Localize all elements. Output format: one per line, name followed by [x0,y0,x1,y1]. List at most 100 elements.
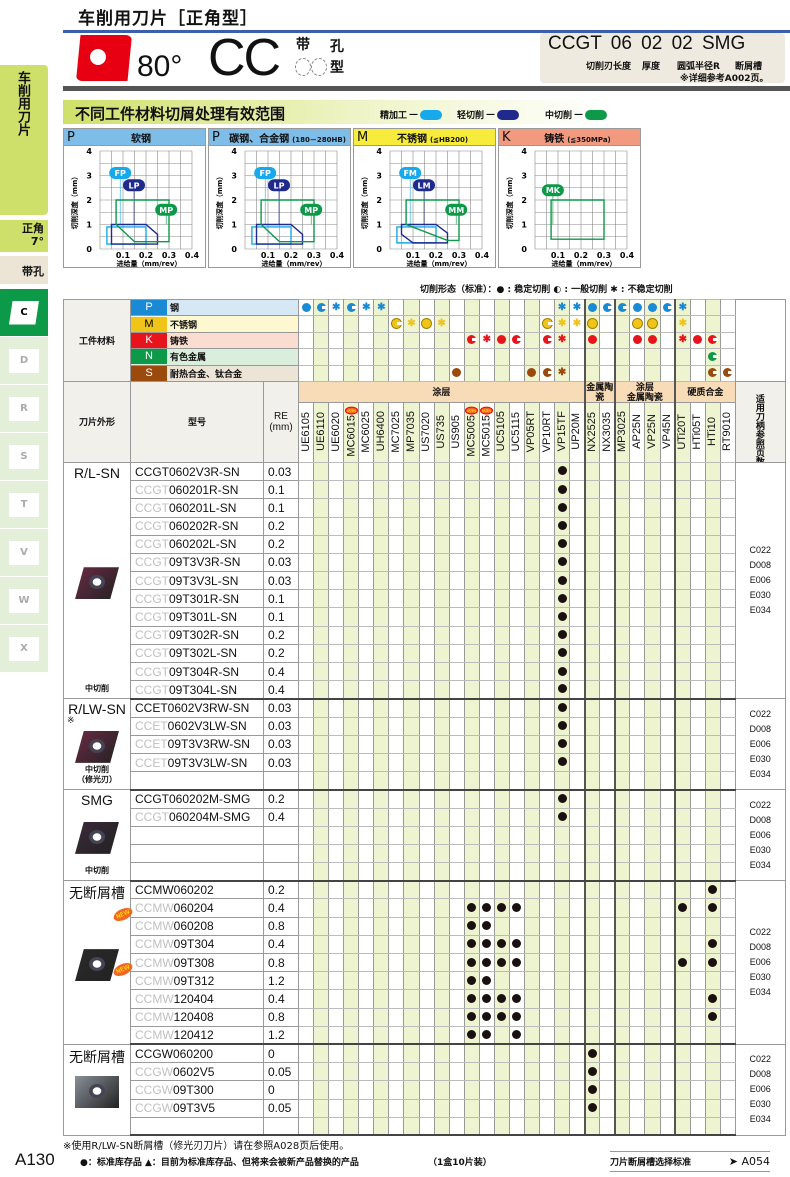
holder-ref-link[interactable]: E006 [749,1084,771,1095]
holder-ref-link[interactable]: C022 [749,1054,772,1065]
grade-header[interactable]: UE6020 [328,401,345,463]
holder-ref-link[interactable]: E034 [749,768,771,779]
sidebar-shape-x[interactable]: X [0,624,48,672]
grade-header[interactable]: NX3035 [599,401,616,463]
sidebar-shape-t[interactable]: T [0,480,48,528]
holder-ref-link[interactable]: C022 [749,927,772,938]
holder-ref-link[interactable]: E034 [749,859,771,870]
model-cell[interactable]: CCET09T3V3LW-SN [130,752,264,773]
model-cell[interactable]: CCMW120408 [130,1007,264,1027]
model-cell[interactable]: CCMW060202 [130,880,264,900]
model-cell[interactable]: CCET0602V3RW-SN [130,698,264,718]
sidebar-hole[interactable]: 带孔 [0,256,48,284]
grade-header[interactable]: US7020 [418,401,435,463]
holder-ref-link[interactable]: E030 [749,844,771,855]
grade-header[interactable]: MC7025 [388,401,405,463]
holder-ref-link[interactable]: E034 [749,1114,771,1125]
holder-ref-link[interactable]: E006 [749,575,771,586]
model-cell[interactable]: CCGT09T302L-SN [130,643,264,664]
holder-ref-link[interactable]: D008 [749,942,772,953]
model-cell[interactable]: CCGT09T3V3R-SN [130,552,264,573]
holder-ref-link[interactable]: D008 [749,814,772,825]
grade-header[interactable]: VP45N [659,401,677,463]
model-cell[interactable]: CCGW09T3V5 [130,1098,264,1118]
sidebar-shape-v[interactable]: V [0,528,48,576]
grade-header[interactable]: UH6400 [373,401,390,463]
model-cell[interactable]: CCGT060202L-SN [130,534,264,554]
model-cell[interactable]: CCGT09T3V3L-SN [130,571,264,591]
model-cell[interactable]: CCGT060202M-SMG [130,789,264,809]
holder-ref-link[interactable]: E034 [749,987,771,998]
sidebar-shape-r[interactable]: R [0,384,48,432]
holder-ref-link[interactable]: C022 [749,708,772,719]
sidebar-shape-c[interactable]: C [0,288,48,336]
holder-ref-link[interactable]: E006 [749,957,771,968]
grade-header[interactable]: HTi10 [704,401,721,463]
holder-ref-link[interactable]: D008 [749,560,772,571]
sidebar-shape-s[interactable]: S [0,432,48,480]
holder-ref-link[interactable]: E006 [749,738,771,749]
model-cell[interactable]: CCGW09T300 [130,1080,264,1100]
sidebar-category[interactable]: 车削用刀片 [0,65,48,215]
grade-header[interactable]: AP25N [629,401,646,463]
holder-ref-link[interactable]: E030 [749,753,771,764]
grade-header[interactable]: US735 [433,401,450,463]
model-cell[interactable]: CCET0602V3LW-SN [130,716,264,736]
grade-header[interactable]: UC5115 [508,401,525,463]
grade-header[interactable]: MP3025 [614,401,631,463]
model-cell[interactable]: CCGW060200 [130,1043,264,1064]
model-cell[interactable]: CCGT060202R-SN [130,516,264,536]
grade-header[interactable]: VP25N [644,401,661,463]
holder-ref-link[interactable]: E030 [749,1099,771,1110]
model-cell[interactable]: CCGW0602V5 [130,1062,264,1082]
grade-header[interactable]: UTi20T [674,401,691,463]
model-cell[interactable]: CCGT09T304L-SN [130,680,264,700]
model-cell[interactable]: CCMW09T308 [130,953,264,973]
model-cell[interactable]: CCGT09T304R-SN [130,662,264,682]
sidebar-shape-d[interactable]: D [0,336,48,384]
model-cell[interactable]: CCGT060201R-SN [130,480,264,500]
grade-header[interactable]: MC5005NEW [463,401,480,463]
grade-header[interactable]: NX2525 [584,401,601,463]
grade-header[interactable]: VP05RT [523,401,541,463]
grade-header[interactable]: VP10RT [538,401,556,463]
grade-header[interactable]: RT9010 [719,401,736,463]
holder-ref-link[interactable]: E034 [749,605,771,616]
holder-ref-link[interactable]: E030 [749,590,771,601]
grade-header[interactable]: HTi05T [689,401,706,463]
grade-header[interactable]: US905 [448,401,465,463]
grade-header[interactable]: UE6110 [313,401,330,463]
model-cell[interactable]: CCGT060204M-SMG [130,807,264,827]
grade-header[interactable]: MC6015NEW [343,401,360,463]
model-cell[interactable]: CCGT0602V3R-SN [130,461,264,482]
grade-header[interactable]: MC5015NEW [478,401,495,463]
grade-header[interactable]: VP15TF [554,401,571,463]
grade-header[interactable]: UE6105 [297,401,315,463]
